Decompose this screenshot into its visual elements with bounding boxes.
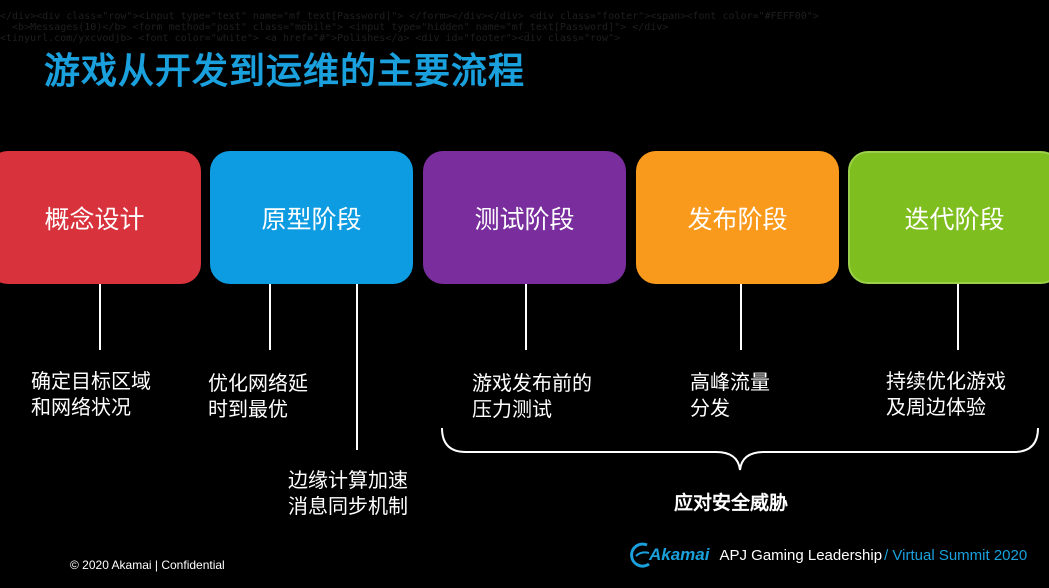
stage-testing: 测试阶段 (423, 151, 626, 284)
threat-label: 应对安全威胁 (674, 492, 789, 514)
brand-name: Akamai (649, 545, 710, 564)
connector-line (525, 284, 527, 350)
page-title: 游戏从开发到运维的主要流程 (44, 51, 526, 92)
note-iteration: 持续优化游戏 及周边体验 (886, 369, 1006, 419)
stage-iteration: 迭代阶段 (848, 151, 1049, 284)
stage-label: 发布阶段 (687, 204, 788, 234)
event-subtitle: / Virtual Summit 2020 (884, 546, 1028, 564)
akamai-wave-icon (630, 542, 650, 568)
connector-line (740, 284, 742, 350)
note-launch: 高峰流量 分发 (690, 370, 770, 420)
curly-brace (441, 427, 1039, 471)
stage-label: 迭代阶段 (904, 204, 1005, 234)
stage-label: 概念设计 (44, 204, 145, 234)
connector-line (356, 284, 358, 450)
note-prototype-edge: 边缘计算加速 消息同步机制 (288, 468, 408, 518)
stage-label: 测试阶段 (474, 204, 575, 234)
event-name: APJ Gaming Leadership (719, 546, 883, 564)
note-concept: 确定目标区域 和网络状况 (31, 369, 151, 419)
event-branding: Akamai APJ Gaming Leadership / Virtual S… (627, 542, 1027, 568)
connector-line (957, 284, 959, 350)
stage-label: 原型阶段 (261, 204, 362, 234)
note-prototype: 优化网络延 时到最优 (208, 371, 308, 421)
copyright: © 2020 Akamai | Confidential (70, 558, 225, 572)
stage-launch: 发布阶段 (636, 151, 839, 284)
akamai-logo: Akamai (627, 542, 709, 568)
stage-prototype: 原型阶段 (210, 151, 413, 284)
stage-concept: 概念设计 (0, 151, 201, 284)
note-testing: 游戏发布前的 压力测试 (472, 371, 592, 421)
connector-line (99, 284, 101, 350)
connector-line (269, 284, 271, 350)
